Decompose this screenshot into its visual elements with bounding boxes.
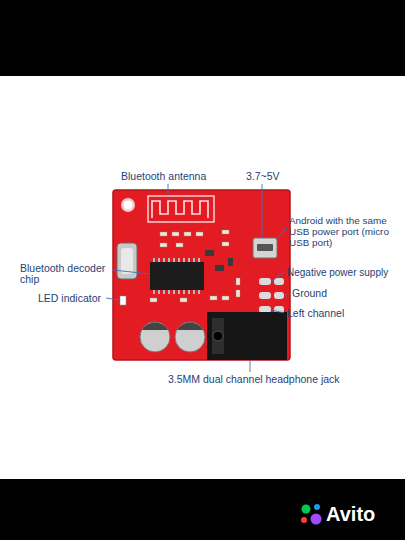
decoder-chip	[150, 262, 204, 290]
part-label: 3.5MM dual channel headphone jack	[168, 374, 340, 385]
voltage-label: 3.7~5V	[246, 171, 280, 182]
leader-lines	[106, 184, 289, 372]
led	[120, 296, 126, 305]
crystal-top	[121, 248, 133, 274]
antenna-outline	[148, 196, 214, 222]
micro-usb	[253, 238, 277, 258]
headphone-jack	[207, 312, 287, 360]
smd-dark-parts	[205, 250, 233, 271]
antenna-trace	[152, 201, 208, 218]
solder-pads	[259, 278, 284, 313]
top-bar	[0, 0, 405, 76]
capacitor	[175, 322, 205, 352]
mount-hole	[124, 201, 133, 210]
capacitor-band	[177, 322, 203, 330]
pin-label: Negative power supply	[287, 267, 388, 278]
watermark: Avito	[326, 503, 375, 525]
part-label: Bluetooth antenna	[121, 171, 206, 182]
pcb-board	[113, 190, 290, 360]
crystal	[117, 243, 137, 279]
pin-label: Left channel	[287, 308, 344, 319]
mount-ring	[121, 198, 135, 212]
capacitor-band	[142, 322, 168, 330]
pin-label: Ground	[292, 288, 327, 299]
smd-parts	[150, 230, 240, 302]
jack-hole	[213, 331, 223, 341]
part-label: LED indicator	[38, 293, 101, 304]
part-label: Android with the same USB power port (mi…	[289, 215, 402, 248]
part-label: Bluetooth decoder chip	[20, 263, 112, 285]
watermark-logo	[301, 504, 322, 525]
bottom-bar	[0, 479, 405, 540]
usb-opening	[257, 244, 273, 251]
jack-front	[212, 318, 224, 354]
capacitor	[140, 322, 170, 352]
